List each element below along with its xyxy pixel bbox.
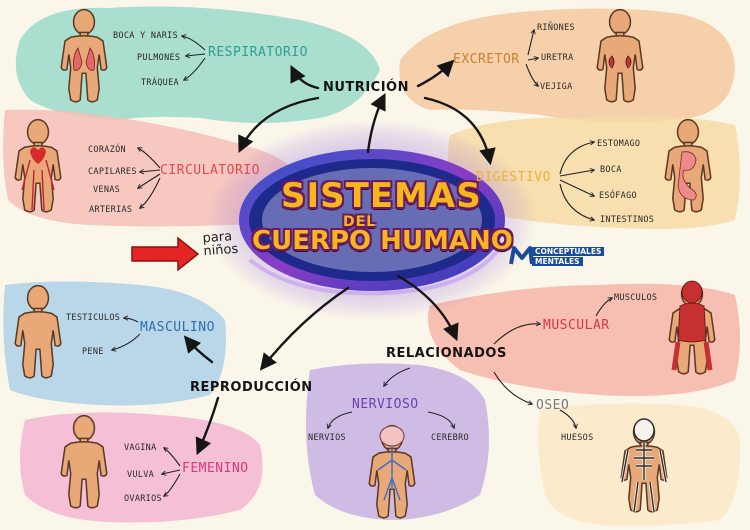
leaf-arrow — [595, 298, 612, 317]
leaf-huesos: HUESOS — [561, 433, 594, 443]
veins-icon — [21, 159, 55, 211]
leaf-vulva: VULVA — [127, 470, 155, 480]
arrow-center-reproduccion — [259, 286, 350, 371]
brain-icon — [377, 425, 407, 501]
node-digestivo: DIGESTIVO — [476, 170, 551, 185]
node-masculino: MASCULINO — [140, 320, 215, 335]
blob-muscular — [428, 283, 740, 396]
node-reproduccion: REPRODUCCIÓN — [190, 380, 313, 395]
leaf-testiculos: TESTICULOS — [66, 313, 121, 323]
arrow-nutricion-circulatorio — [238, 96, 320, 154]
leaf-arrow — [124, 318, 139, 323]
heart-icon — [30, 147, 46, 164]
node-excretor: EXCRETOR — [453, 52, 520, 67]
leaf-estomago: ESTOMAGO — [597, 139, 641, 149]
central-emblem — [207, 120, 537, 320]
leaf-boca: BOCA — [600, 165, 622, 175]
arrow-center-relacionados — [396, 274, 459, 342]
node-nervioso: NERVIOSO — [352, 397, 419, 412]
leaf-arrow — [559, 179, 594, 196]
leaf-rinones: RIÑONES — [537, 23, 575, 33]
leaf-arrow — [164, 473, 181, 496]
node-muscular: MUSCULAR — [543, 318, 610, 333]
leaf-venas: VENAS — [93, 185, 121, 195]
leaf-arrows — [112, 30, 612, 496]
arrow-center-nutricion — [366, 92, 386, 154]
title-line-2: del — [343, 214, 377, 230]
leaf-vagina: VAGINA — [124, 443, 157, 453]
stomach-icon — [677, 151, 697, 201]
leaf-arrow — [525, 63, 538, 86]
emblem-ring — [239, 149, 505, 291]
logo-line-1: CONCEPTUALES — [532, 247, 605, 256]
blob-respiratorio — [15, 6, 380, 123]
leaf-arrow — [164, 448, 181, 467]
leaf-ovarios: OVARIOS — [124, 494, 162, 504]
organ-overlays — [21, 47, 713, 513]
emblem-inner — [262, 168, 482, 272]
leaf-arrow — [559, 142, 594, 175]
kidney-icon — [608, 55, 632, 69]
leaf-arrow — [527, 30, 534, 56]
connectors — [183, 59, 496, 456]
arrow-nutricion-respiratorio — [290, 64, 320, 90]
leaf-arrow — [559, 183, 594, 220]
leaf-arrow — [138, 148, 161, 169]
leaf-arrow — [384, 367, 411, 386]
node-nutricion: NUTRICIÓN — [323, 80, 409, 95]
arrow-reproduccion-masculino — [183, 335, 214, 364]
leaf-arrow — [527, 58, 538, 60]
leaf-arrow — [559, 170, 594, 177]
subtitle-line-2: niños — [202, 241, 239, 260]
logo-mark — [509, 246, 534, 265]
subtitle: para niños — [202, 229, 239, 260]
logo-line-2: MENTALES — [532, 257, 583, 266]
leaf-arrow — [328, 411, 353, 428]
node-respiratorio: RESPIRATORIO — [208, 45, 308, 60]
node-circulatorio: CIRCULATORIO — [160, 163, 260, 178]
title-line-3: Cuerpo Humano — [252, 226, 513, 256]
leaf-boca-y-naris: BOCA Y NARIS — [113, 31, 179, 41]
leaf-arrow — [138, 173, 161, 188]
leaf-cerebro: CEREBRO — [431, 433, 469, 443]
leaf-vejiga: VEJIGA — [540, 82, 573, 92]
leaf-arrow — [162, 469, 181, 474]
leaf-uretra: URETRA — [541, 53, 574, 63]
title-line-1: Sistemas — [281, 176, 482, 216]
leaf-intestinos: INTESTINOS — [600, 215, 655, 225]
red-arrow-icon — [131, 236, 200, 272]
leaf-arrow — [184, 57, 206, 80]
leaf-pulmones: PULMONES — [137, 53, 181, 63]
leaf-corazon: CORAZÓN — [88, 145, 126, 155]
leaf-esofago: ESÓFAGO — [599, 191, 637, 201]
leaf-nervios: NERVIOS — [308, 433, 346, 443]
skeleton-icon — [620, 418, 668, 513]
lungs-icon — [73, 47, 95, 71]
leaf-traquea: TRÁQUEA — [141, 78, 179, 88]
leaf-arrow — [182, 36, 206, 51]
node-relacionados: RELACIONADOS — [386, 346, 507, 361]
leaf-arrow — [112, 333, 141, 350]
leaf-musculos: MUSCULOS — [614, 293, 658, 303]
arrow-nutricion-digestivo — [423, 96, 496, 166]
leaf-arterias: ARTERIAS — [89, 205, 133, 215]
blob-masculino — [3, 281, 227, 406]
leaf-arrow — [559, 409, 576, 428]
muscle-icon — [671, 280, 713, 371]
emblem-swirl — [248, 248, 500, 296]
leaf-arrow — [493, 324, 540, 345]
leaf-capilares: CAPILARES — [88, 167, 137, 177]
leaf-arrow — [140, 170, 161, 172]
blob-excretor — [399, 8, 735, 123]
leaf-arrow — [493, 371, 532, 404]
node-femenino: FEMENINO — [182, 461, 249, 476]
leaf-arrow — [427, 411, 454, 428]
leaf-pene: PENE — [82, 347, 104, 357]
arrow-nutricion-excretor — [416, 59, 455, 88]
leaf-arrow — [140, 177, 161, 208]
leaf-arrow — [186, 54, 206, 56]
arrow-reproduccion-femenino — [195, 396, 220, 456]
node-oseo: OSEO — [536, 398, 570, 413]
